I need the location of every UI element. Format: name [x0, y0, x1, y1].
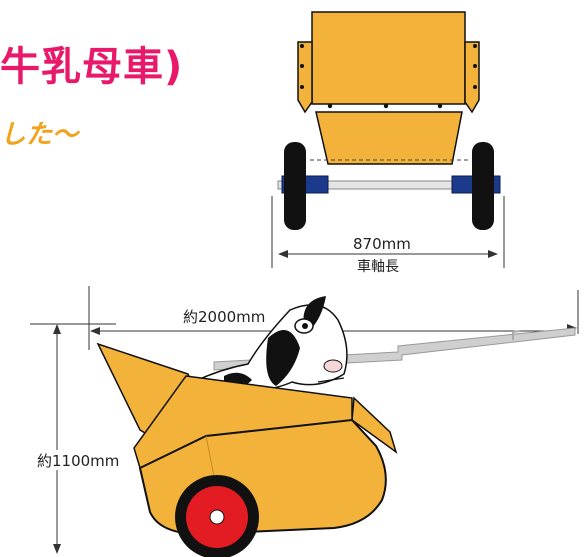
height-label: 約1100mm: [37, 452, 119, 470]
rear-top-box: [311, 11, 466, 105]
rear-width-value: 870mm: [353, 235, 411, 253]
length-label: 約2000mm: [183, 308, 265, 326]
rear-rivets: [300, 44, 477, 109]
cart-wheel: [175, 475, 259, 557]
page-subtitle: した〜: [0, 120, 79, 150]
side-view: 約2000mm 約1100mm: [30, 286, 579, 557]
page-title: 牛乳母車): [0, 44, 184, 90]
rear-view: 870mm 車軸長: [271, 11, 505, 275]
rear-right-tire: [472, 142, 494, 230]
rear-right-bracket: [464, 41, 480, 114]
rear-width-label: 車軸長: [357, 258, 399, 275]
rear-lower-body: [315, 111, 463, 165]
rear-left-bracket: [297, 41, 313, 114]
rear-left-tire: [284, 142, 306, 230]
